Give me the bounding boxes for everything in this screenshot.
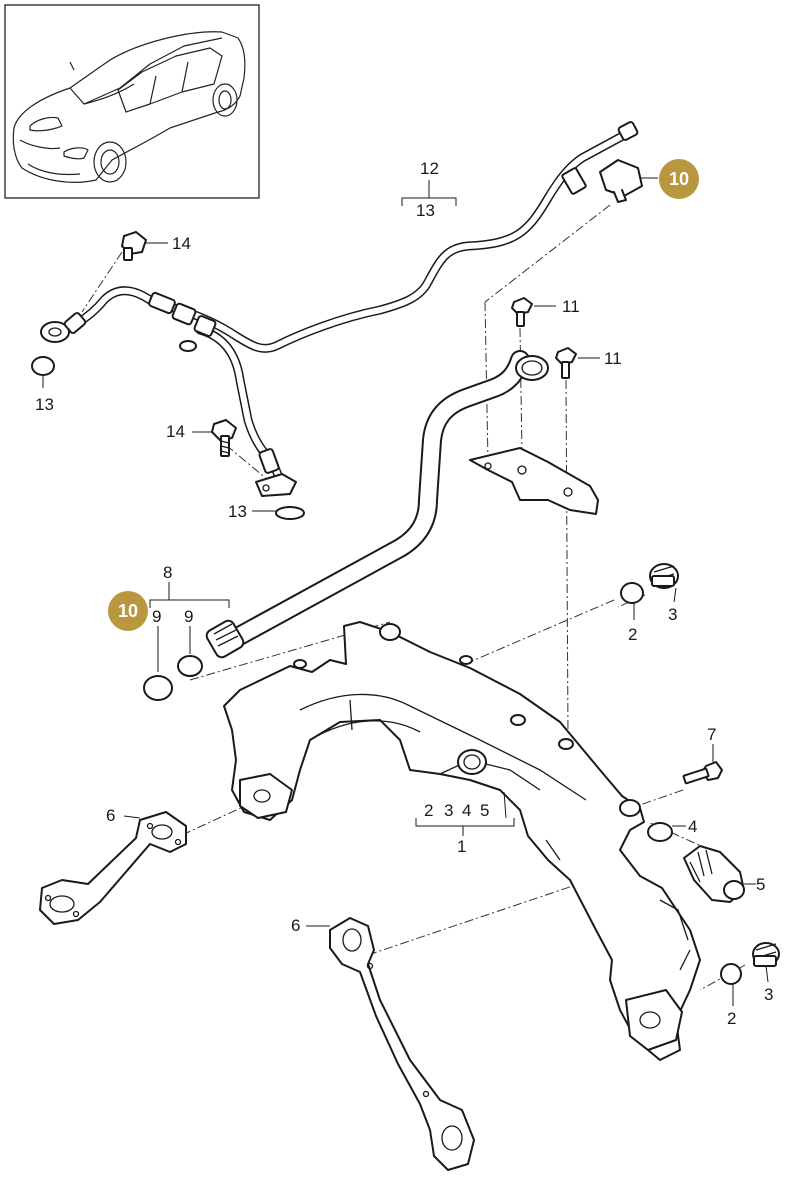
gasket-6-upper bbox=[39, 811, 187, 925]
callout-13-lower: 13 bbox=[228, 502, 247, 521]
callout-labels: 14 12 13 13 14 13 11 11 8 9 9 3 2 7 4 5 … bbox=[35, 159, 773, 1028]
seal-ring-13-lower bbox=[275, 506, 305, 520]
callout-8: 8 bbox=[163, 563, 172, 582]
callout-9-left: 9 bbox=[152, 607, 161, 626]
washer-2-lower bbox=[720, 963, 742, 985]
callout-4-right: 4 bbox=[688, 817, 697, 836]
badge-10-left[interactable]: 10 bbox=[108, 591, 148, 631]
bolt-11-lower bbox=[555, 347, 577, 379]
plug-3-lower bbox=[752, 942, 780, 967]
callout-13-left: 13 bbox=[35, 395, 54, 414]
callout-7: 7 bbox=[707, 725, 716, 744]
callout-4-group: 4 bbox=[462, 801, 471, 820]
washer-2-upper bbox=[620, 582, 644, 604]
callout-2-group: 2 bbox=[424, 801, 433, 820]
seal-ring-4 bbox=[647, 822, 673, 842]
badge-10-top[interactable]: 10 bbox=[659, 159, 699, 199]
hose-line bbox=[40, 121, 639, 497]
callout-11-upper: 11 bbox=[562, 297, 580, 316]
callout-9-right: 9 bbox=[184, 607, 193, 626]
callout-3-lower: 3 bbox=[764, 985, 773, 1004]
svg-text:10: 10 bbox=[118, 601, 138, 621]
o-ring-9-small bbox=[177, 655, 203, 677]
sensor-clip bbox=[599, 159, 643, 203]
callout-3-upper: 3 bbox=[668, 605, 677, 624]
leader-lines bbox=[42, 177, 769, 1006]
plug-3-upper bbox=[649, 563, 679, 589]
callout-5-right: 5 bbox=[756, 875, 765, 894]
seal-ring-13-left bbox=[31, 356, 55, 376]
gasket-6-lower bbox=[329, 917, 475, 1171]
car-thumbnail-icon bbox=[12, 31, 246, 183]
callout-2-upper: 2 bbox=[628, 625, 637, 644]
callout-3-group: 3 bbox=[444, 801, 453, 820]
callout-14-lower: 14 bbox=[166, 422, 185, 441]
banjo-bolt-upper bbox=[121, 231, 147, 261]
callout-5-group: 5 bbox=[480, 801, 489, 820]
car-thumbnail bbox=[4, 4, 260, 199]
bolt-11-upper bbox=[511, 297, 533, 327]
connector-5 bbox=[683, 845, 745, 903]
callout-6-upper: 6 bbox=[106, 806, 115, 825]
callout-12: 12 bbox=[420, 159, 439, 178]
o-ring-9-large bbox=[143, 675, 173, 701]
coolant-manifold bbox=[223, 621, 701, 1061]
callout-2-lower: 2 bbox=[727, 1009, 736, 1028]
callout-13-top: 13 bbox=[416, 201, 435, 220]
svg-text:10: 10 bbox=[669, 169, 689, 189]
callout-1: 1 bbox=[457, 837, 466, 856]
callout-14-upper: 14 bbox=[172, 234, 191, 253]
coolant-pipe bbox=[205, 350, 599, 659]
callout-11-lower: 11 bbox=[604, 349, 622, 368]
alignment-lines bbox=[81, 204, 746, 991]
bolt-7 bbox=[682, 761, 723, 785]
callout-6-lower: 6 bbox=[291, 916, 300, 935]
